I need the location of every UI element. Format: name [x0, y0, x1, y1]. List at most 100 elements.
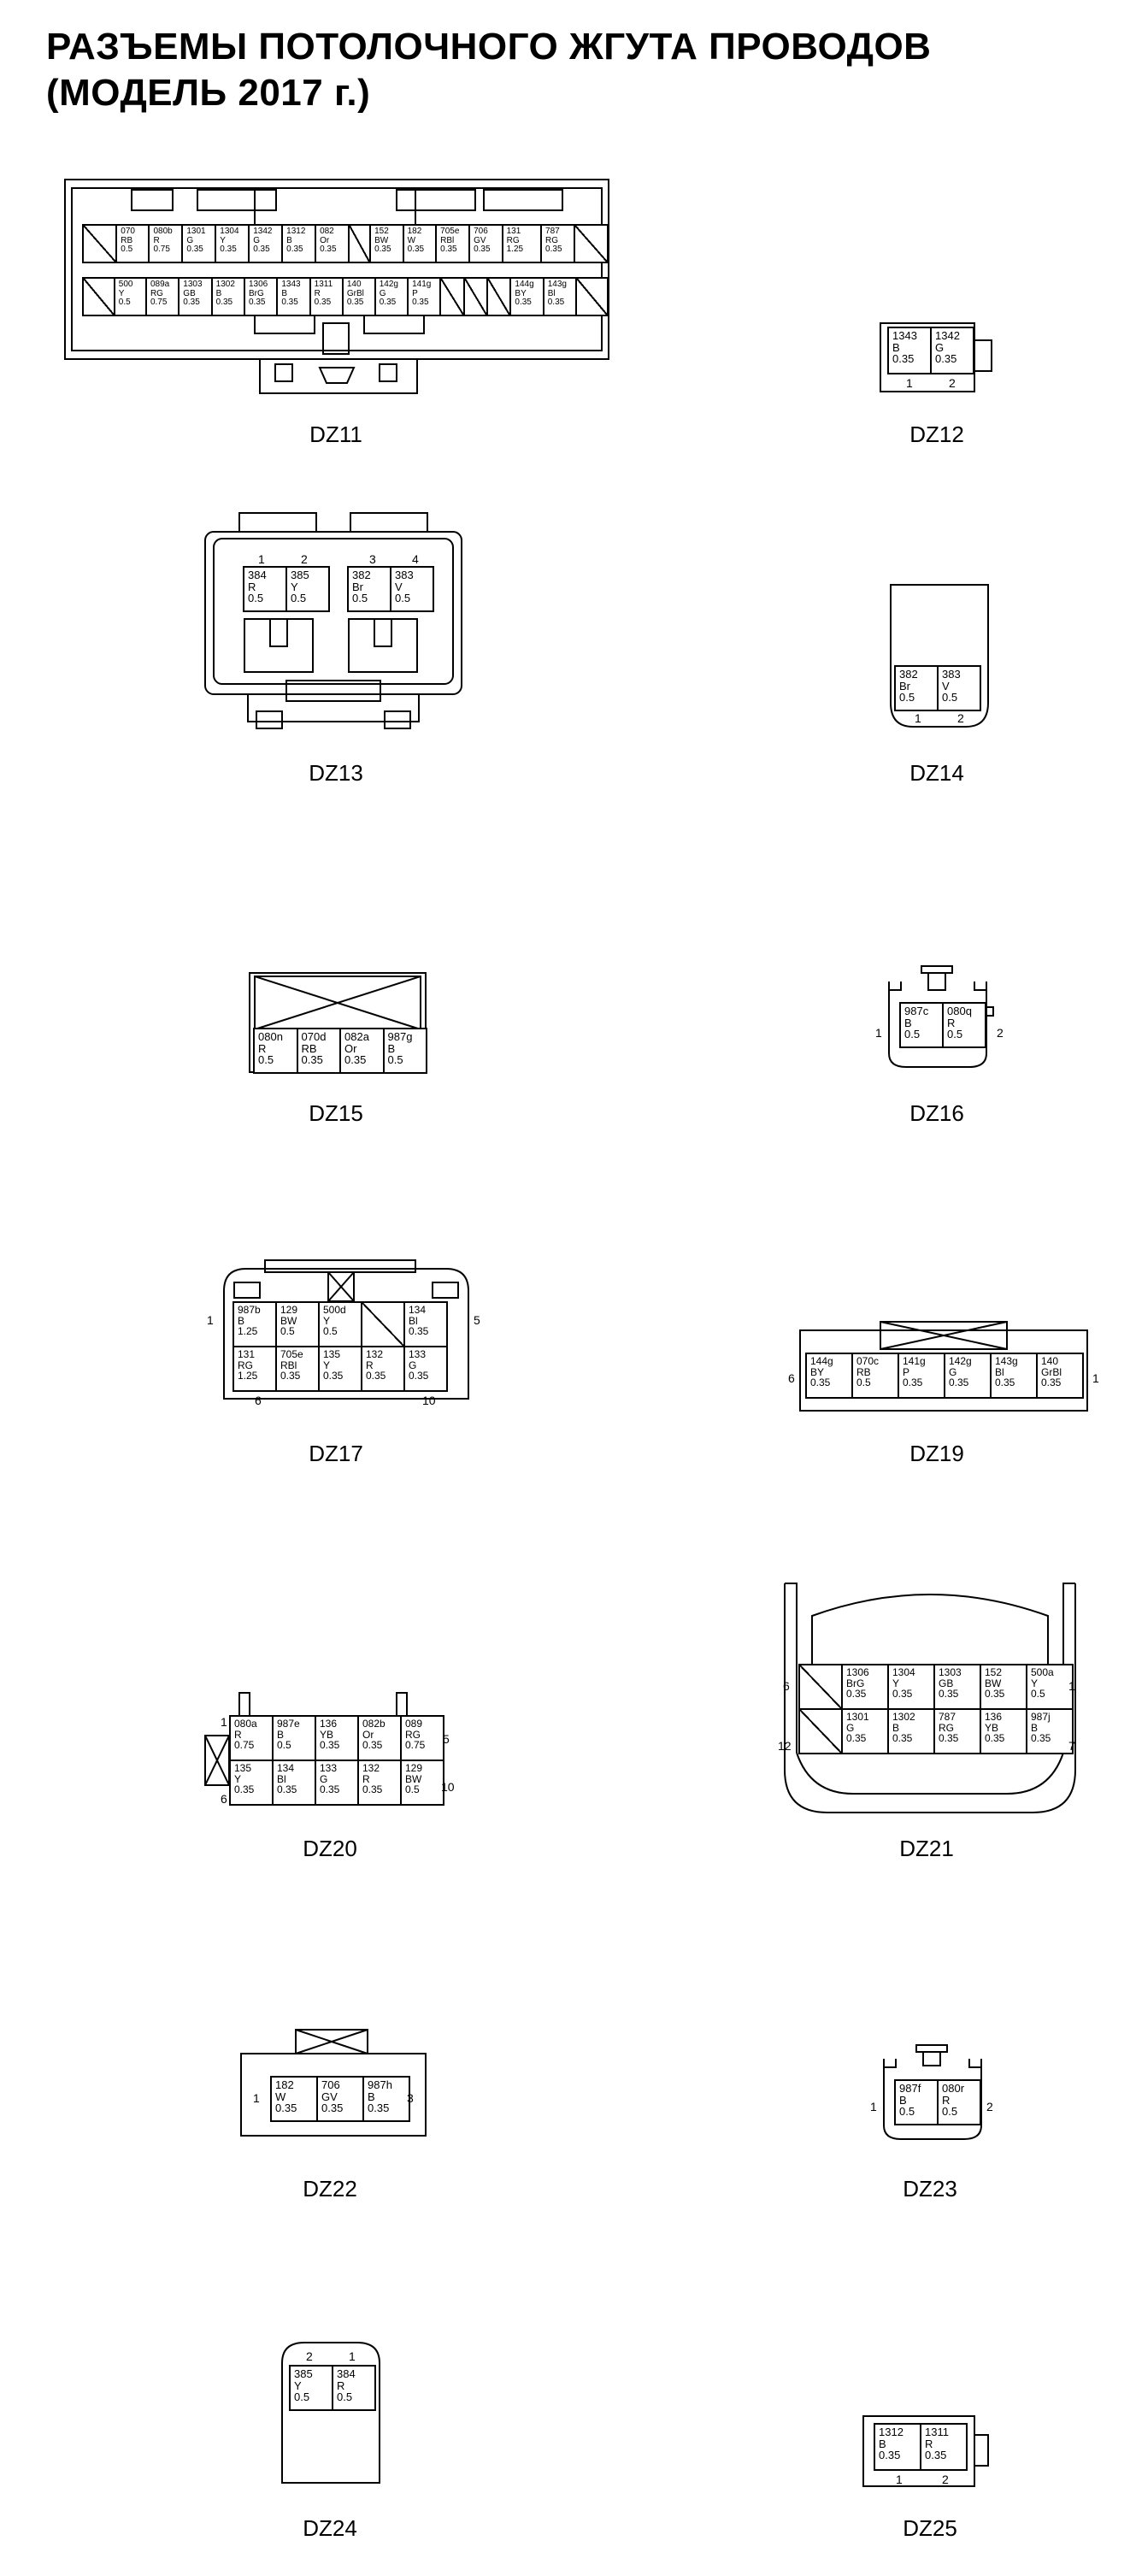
wire-color: G — [253, 235, 260, 245]
wire-gauge: 0.35 — [281, 298, 298, 307]
wire-color: RB — [301, 1041, 317, 1055]
dz14-housing — [890, 584, 989, 728]
wire-number: 140 — [1041, 1355, 1059, 1367]
wire-gauge: 0.5 — [395, 592, 411, 605]
wire-color: B — [286, 235, 292, 245]
blank-cavity — [81, 224, 118, 263]
wire-gauge: 0.35 — [220, 245, 237, 254]
wire-number: 182 — [275, 2078, 294, 2091]
wire-color: Br — [899, 679, 910, 693]
wire-gauge: 0.35 — [344, 1053, 367, 1067]
wire-number: 132 — [366, 1348, 384, 1360]
wire-gauge: 0.35 — [379, 298, 397, 307]
wire-gauge: 0.5 — [280, 1325, 295, 1338]
wire-color: R — [366, 1359, 374, 1371]
pin-number: 12 — [778, 1739, 792, 1753]
wire-gauge: 0.35 — [892, 1688, 913, 1701]
wire-number: 129 — [280, 1304, 298, 1316]
wire-color: B — [238, 1314, 245, 1327]
wire-gauge: 0.5 — [942, 691, 958, 704]
wire-number: 1303 — [939, 1666, 962, 1678]
wire-number: 500d — [323, 1304, 346, 1316]
wire-gauge: 0.35 — [892, 352, 915, 366]
wire-number: 152 — [985, 1666, 1003, 1678]
wire-gauge: 0.35 — [320, 245, 337, 254]
wire-gauge: 0.35 — [409, 1325, 429, 1338]
wire-gauge: 0.5 — [942, 2105, 958, 2119]
dz16-label: DZ16 — [909, 1100, 964, 1126]
wire-number: 1306 — [248, 280, 268, 289]
wire-color: B — [879, 2437, 886, 2450]
wire-gauge: 0.5 — [899, 691, 915, 704]
wire-number: 385 — [294, 2367, 313, 2380]
blank-cavity — [798, 1708, 843, 1754]
wire-number: 787 — [939, 1711, 956, 1723]
wire-color: BW — [985, 1677, 1002, 1689]
wire-gauge: 0.35 — [323, 1370, 344, 1382]
blank-cavity — [798, 1664, 843, 1710]
wire-number: 143g — [547, 280, 567, 289]
wire-color: Bl — [409, 1314, 418, 1327]
wire-gauge: 0.35 — [183, 298, 200, 307]
wire-color: G — [949, 1365, 957, 1378]
pin-number: 1 — [253, 2091, 260, 2105]
pin-number: 3 — [407, 2091, 414, 2105]
wire-gauge: 0.35 — [985, 1688, 1005, 1701]
wire-gauge: 0.35 — [320, 1783, 340, 1796]
wire-color: R — [248, 580, 256, 593]
wire-gauge: 0.35 — [215, 298, 233, 307]
wire-number: 142g — [379, 280, 398, 289]
pin-number: 4 — [412, 552, 419, 566]
wire-color: Y — [234, 1772, 242, 1785]
wire-gauge: 0.5 — [337, 2390, 353, 2404]
dz24-label: DZ24 — [303, 2515, 357, 2541]
wire-number: 135 — [234, 1762, 252, 1774]
dz17-label: DZ17 — [309, 1441, 363, 1466]
wire-color: Or — [320, 235, 330, 245]
wire-gauge: 0.5 — [904, 1028, 921, 1041]
wire-color: RG — [238, 1359, 253, 1371]
dz21-housing — [784, 1583, 1076, 1813]
wire-gauge: 0.35 — [939, 1688, 959, 1701]
wire-number: 987e — [277, 1718, 300, 1730]
wire-color: GrBl — [1041, 1365, 1062, 1378]
wire-number: 144g — [810, 1355, 833, 1367]
pin-number: 2 — [306, 2349, 313, 2363]
wire-gauge: 0.35 — [286, 245, 303, 254]
wire-number: 706 — [321, 2078, 340, 2091]
